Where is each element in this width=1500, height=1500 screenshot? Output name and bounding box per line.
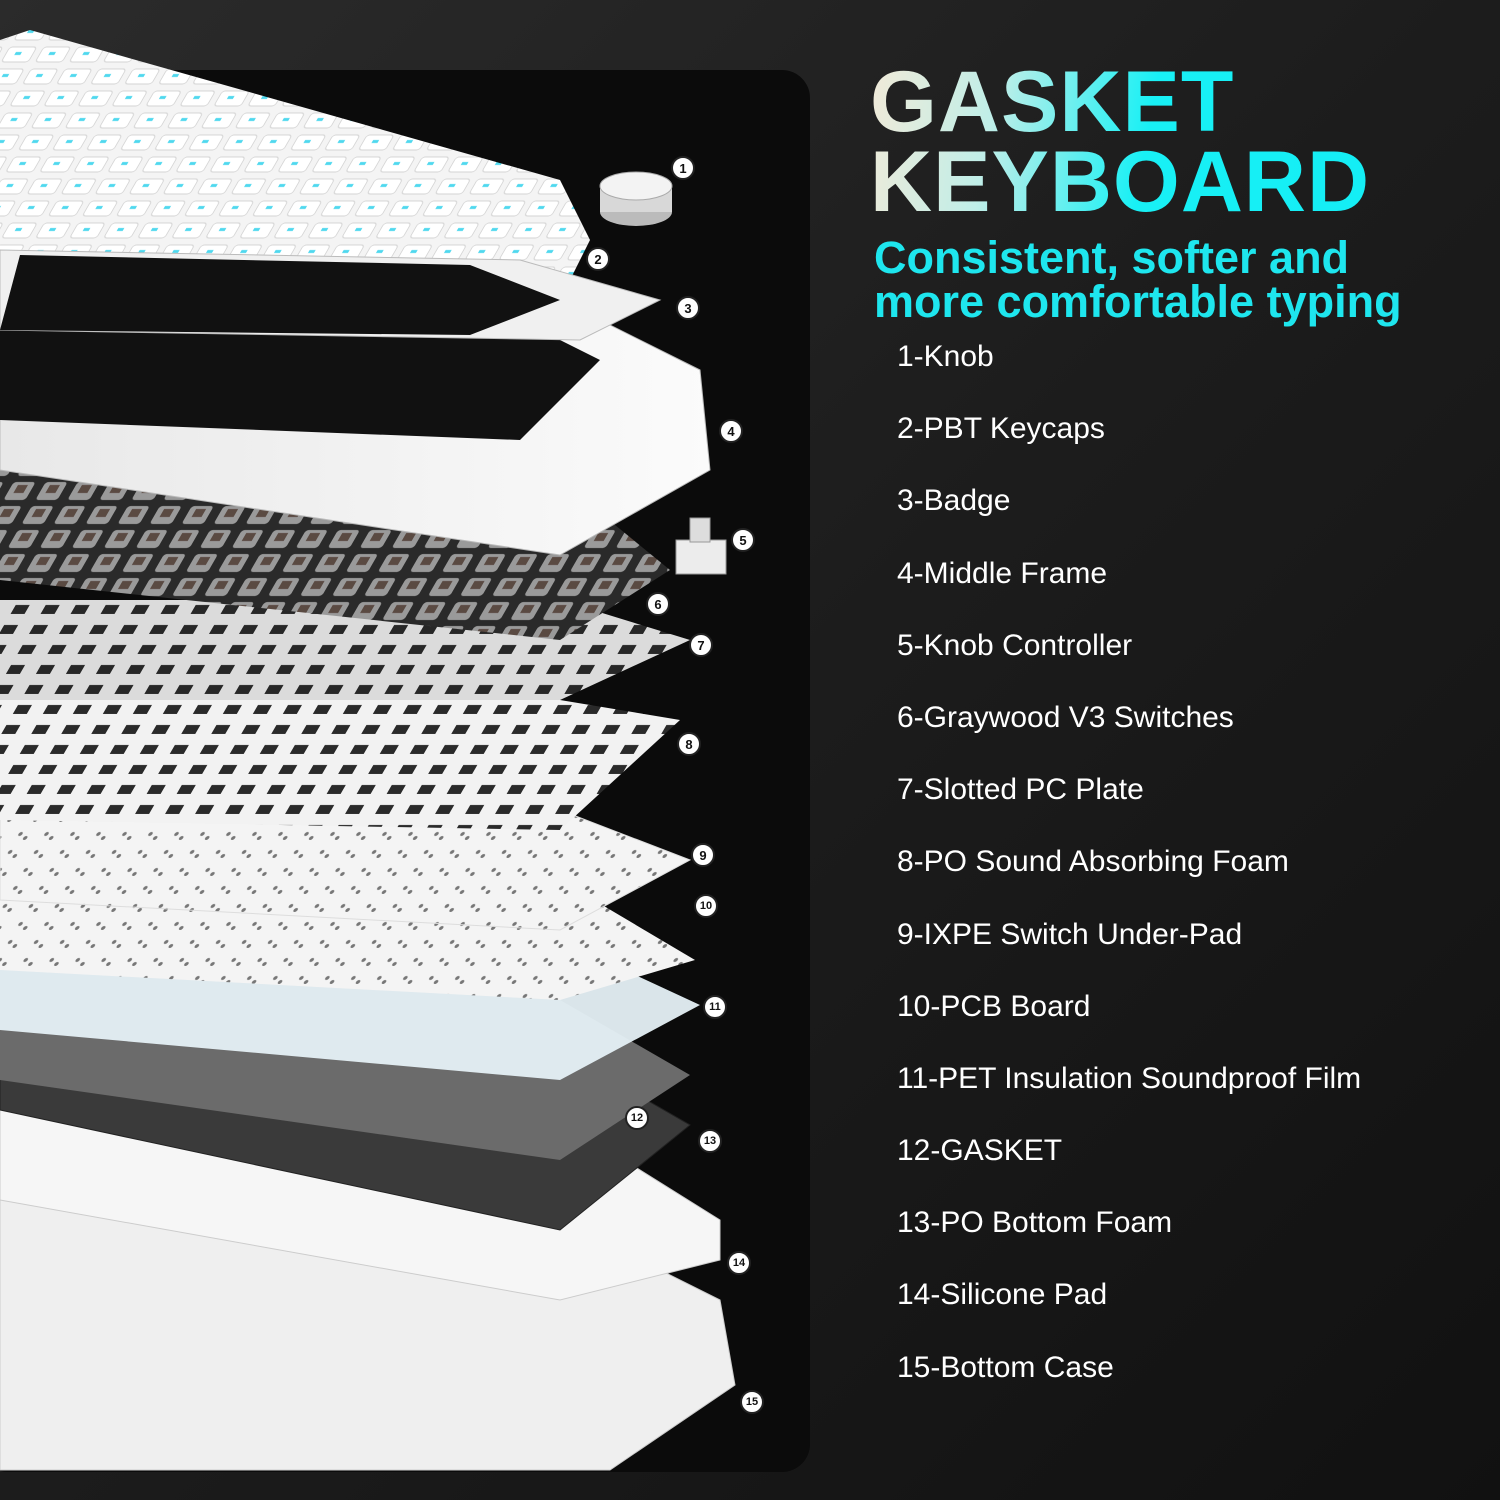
layer-keycaps bbox=[0, 30, 590, 300]
subtitle-line-1: Consistent, softer and bbox=[874, 232, 1350, 283]
page-title: GASKET KEYBOARD bbox=[870, 62, 1370, 222]
callout-badge: 8 bbox=[677, 732, 701, 756]
part-item: 5-Knob Controller bbox=[897, 628, 1133, 662]
part-item: 11-PET Insulation Soundproof Film bbox=[897, 1061, 1362, 1095]
callout-badge: 5 bbox=[731, 528, 755, 552]
knob-controller bbox=[675, 517, 727, 575]
title-line-1: GASKET bbox=[870, 54, 1235, 150]
part-item: 9-IXPE Switch Under-Pad bbox=[897, 917, 1243, 951]
part-item: 2-PBT Keycaps bbox=[897, 412, 1105, 446]
callout-badge: 15 bbox=[740, 1390, 764, 1414]
exploded-keyboard-illustration bbox=[0, 30, 736, 1471]
part-item: 10-PCB Board bbox=[897, 989, 1091, 1023]
part-item: 14-Silicone Pad bbox=[897, 1278, 1108, 1312]
subtitle: Consistent, softer and more comfortable … bbox=[874, 232, 1402, 327]
subtitle-line-2: more comfortable typing bbox=[874, 276, 1402, 327]
callout-badge: 9 bbox=[691, 843, 715, 867]
callout-badge: 11 bbox=[703, 995, 727, 1019]
callout-badge: 7 bbox=[689, 633, 713, 657]
callout-badge: 2 bbox=[586, 247, 610, 271]
parts-list: 1-Knob 2-PBT Keycaps 3-Badge 4-Middle Fr… bbox=[897, 338, 1361, 1421]
callout-badge: 6 bbox=[646, 592, 670, 616]
knob bbox=[599, 171, 673, 226]
callout-badge: 14 bbox=[727, 1251, 751, 1275]
part-item: 7-Slotted PC Plate bbox=[897, 773, 1144, 807]
part-item: 6-Graywood V3 Switches bbox=[897, 700, 1234, 734]
part-item: 4-Middle Frame bbox=[897, 556, 1108, 590]
layer-po-foam bbox=[0, 700, 680, 830]
part-item: 1-Knob bbox=[897, 340, 994, 373]
callout-badge: 4 bbox=[719, 419, 743, 443]
callout-badge: 3 bbox=[676, 296, 700, 320]
part-item: 12-GASKET bbox=[897, 1134, 1063, 1168]
callout-badge: 1 bbox=[671, 156, 695, 180]
part-item: 8-PO Sound Absorbing Foam bbox=[897, 845, 1289, 879]
callout-badge: 10 bbox=[694, 894, 718, 918]
part-item: 15-Bottom Case bbox=[897, 1350, 1114, 1384]
part-item: 3-Badge bbox=[897, 484, 1011, 518]
callout-badge: 12 bbox=[625, 1106, 649, 1130]
part-item: 13-PO Bottom Foam bbox=[897, 1206, 1173, 1240]
title-line-2: KEYBOARD bbox=[870, 134, 1371, 230]
callout-badge: 13 bbox=[698, 1129, 722, 1153]
